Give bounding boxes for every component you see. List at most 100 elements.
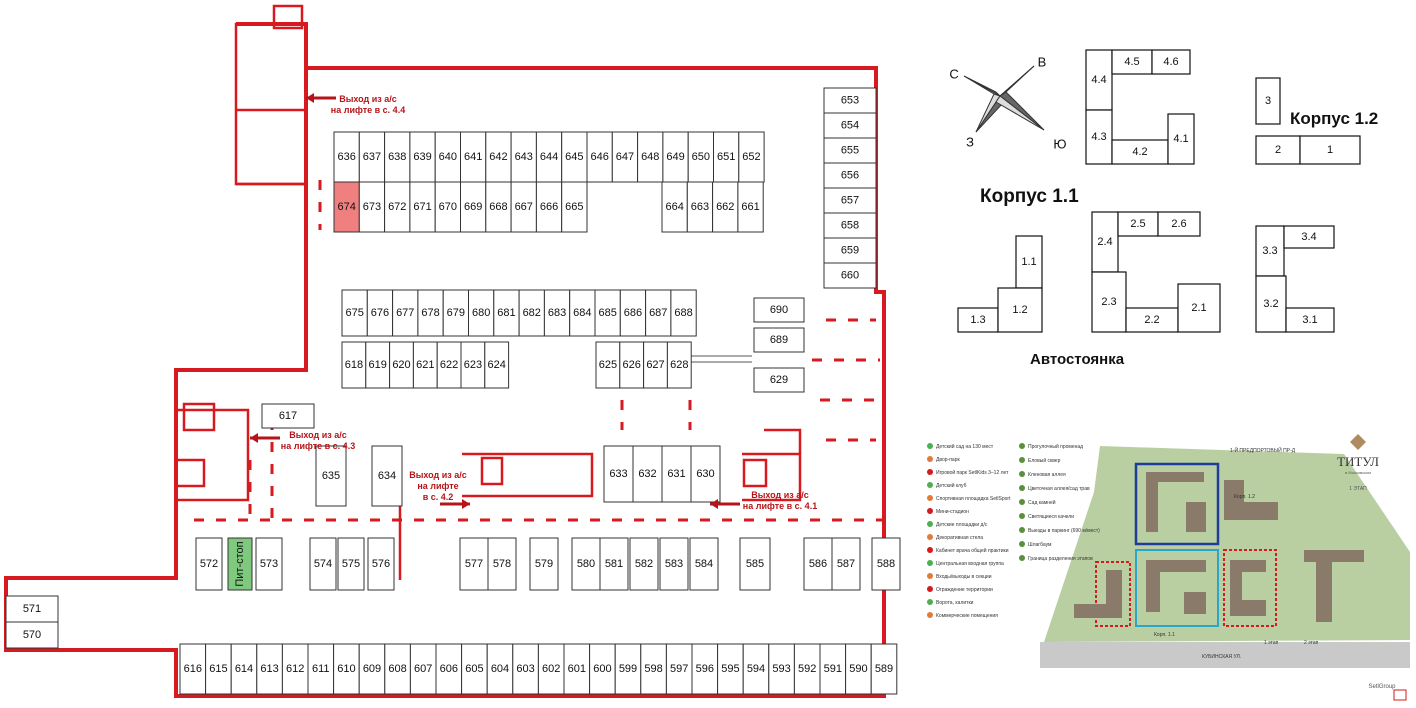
parking-spot-597[interactable]: 597 xyxy=(665,643,693,695)
parking-spot-580[interactable]: 580 xyxy=(571,537,601,591)
parking-spot-595[interactable]: 595 xyxy=(717,643,744,695)
parking-spot-625[interactable]: 625 xyxy=(595,341,621,389)
parking-spot-pitstop[interactable]: Пит-стоп xyxy=(227,537,253,591)
parking-spot-619[interactable]: 619 xyxy=(365,341,391,389)
parking-spot-630[interactable]: 630 xyxy=(690,445,721,503)
parking-spot-598[interactable]: 598 xyxy=(640,643,667,695)
parking-spot-616[interactable]: 616 xyxy=(179,643,207,695)
parking-spot-685[interactable]: 685 xyxy=(594,289,621,337)
parking-spot-639[interactable]: 639 xyxy=(409,131,436,183)
parking-spot-661[interactable]: 661 xyxy=(737,181,764,233)
parking-spot-654[interactable]: 654 xyxy=(823,112,877,139)
parking-spot-574[interactable]: 574 xyxy=(309,537,337,591)
parking-spot-585[interactable]: 585 xyxy=(739,537,771,591)
parking-spot-679[interactable]: 679 xyxy=(442,289,470,337)
parking-spot-656[interactable]: 656 xyxy=(823,162,877,189)
parking-spot-583[interactable]: 583 xyxy=(659,537,689,591)
parking-spot-660[interactable]: 660 xyxy=(823,262,877,289)
parking-spot-571[interactable]: 571 xyxy=(5,595,59,623)
parking-spot-624[interactable]: 624 xyxy=(484,341,510,389)
parking-spot-604[interactable]: 604 xyxy=(486,643,514,695)
parking-spot-578[interactable]: 578 xyxy=(487,537,517,591)
parking-spot-592[interactable]: 592 xyxy=(793,643,821,695)
parking-spot-617[interactable]: 617 xyxy=(261,403,315,429)
parking-spot-666[interactable]: 666 xyxy=(535,181,563,233)
parking-spot-623[interactable]: 623 xyxy=(460,341,486,389)
parking-spot-587[interactable]: 587 xyxy=(831,537,861,591)
parking-spot-629[interactable]: 629 xyxy=(753,367,805,393)
parking-spot-687[interactable]: 687 xyxy=(645,289,672,337)
parking-spot-633[interactable]: 633 xyxy=(603,445,634,503)
parking-spot-655[interactable]: 655 xyxy=(823,137,877,164)
parking-spot-669[interactable]: 669 xyxy=(460,181,487,233)
parking-spot-677[interactable]: 677 xyxy=(392,289,419,337)
parking-spot-606[interactable]: 606 xyxy=(435,643,463,695)
parking-spot-594[interactable]: 594 xyxy=(742,643,770,695)
parking-spot-683[interactable]: 683 xyxy=(543,289,571,337)
parking-spot-596[interactable]: 596 xyxy=(691,643,719,695)
parking-spot-674[interactable]: 674 xyxy=(333,181,360,233)
parking-spot-676[interactable]: 676 xyxy=(366,289,394,337)
parking-spot-652[interactable]: 652 xyxy=(738,131,765,183)
parking-spot-681[interactable]: 681 xyxy=(493,289,520,337)
parking-spot-570[interactable]: 570 xyxy=(5,621,59,649)
parking-spot-632[interactable]: 632 xyxy=(632,445,663,503)
parking-spot-608[interactable]: 608 xyxy=(384,643,411,695)
parking-spot-668[interactable]: 668 xyxy=(485,181,512,233)
parking-spot-657[interactable]: 657 xyxy=(823,187,877,214)
parking-spot-640[interactable]: 640 xyxy=(434,131,462,183)
parking-spot-582[interactable]: 582 xyxy=(629,537,659,591)
parking-spot-670[interactable]: 670 xyxy=(434,181,462,233)
parking-spot-688[interactable]: 688 xyxy=(670,289,697,337)
parking-spot-673[interactable]: 673 xyxy=(358,181,386,233)
parking-spot-610[interactable]: 610 xyxy=(333,643,360,695)
parking-spot-611[interactable]: 611 xyxy=(307,643,335,695)
parking-spot-576[interactable]: 576 xyxy=(367,537,395,591)
parking-spot-675[interactable]: 675 xyxy=(341,289,368,337)
parking-spot-593[interactable]: 593 xyxy=(768,643,795,695)
parking-spot-602[interactable]: 602 xyxy=(537,643,565,695)
parking-spot-573[interactable]: 573 xyxy=(255,537,283,591)
parking-spot-603[interactable]: 603 xyxy=(512,643,539,695)
parking-spot-690[interactable]: 690 xyxy=(753,297,805,323)
parking-spot-588[interactable]: 588 xyxy=(871,537,901,591)
parking-spot-638[interactable]: 638 xyxy=(384,131,411,183)
parking-spot-615[interactable]: 615 xyxy=(205,643,232,695)
parking-spot-646[interactable]: 646 xyxy=(586,131,613,183)
parking-spot-628[interactable]: 628 xyxy=(666,341,692,389)
parking-spot-689[interactable]: 689 xyxy=(753,327,805,353)
parking-spot-650[interactable]: 650 xyxy=(687,131,715,183)
parking-spot-591[interactable]: 591 xyxy=(819,643,847,695)
parking-spot-577[interactable]: 577 xyxy=(459,537,489,591)
parking-spot-613[interactable]: 613 xyxy=(256,643,283,695)
parking-spot-672[interactable]: 672 xyxy=(384,181,411,233)
parking-spot-641[interactable]: 641 xyxy=(460,131,487,183)
parking-spot-622[interactable]: 622 xyxy=(436,341,462,389)
parking-spot-631[interactable]: 631 xyxy=(661,445,692,503)
parking-spot-581[interactable]: 581 xyxy=(599,537,629,591)
parking-spot-651[interactable]: 651 xyxy=(713,131,740,183)
parking-spot-682[interactable]: 682 xyxy=(518,289,545,337)
parking-spot-605[interactable]: 605 xyxy=(461,643,488,695)
parking-spot-626[interactable]: 626 xyxy=(619,341,645,389)
parking-spot-607[interactable]: 607 xyxy=(409,643,437,695)
parking-spot-663[interactable]: 663 xyxy=(686,181,714,233)
parking-spot-609[interactable]: 609 xyxy=(358,643,386,695)
parking-spot-614[interactable]: 614 xyxy=(230,643,258,695)
parking-spot-678[interactable]: 678 xyxy=(417,289,444,337)
parking-spot-627[interactable]: 627 xyxy=(643,341,668,389)
parking-spot-634[interactable]: 634 xyxy=(371,445,403,507)
parking-spot-579[interactable]: 579 xyxy=(529,537,559,591)
parking-spot-590[interactable]: 590 xyxy=(845,643,872,695)
parking-spot-644[interactable]: 644 xyxy=(535,131,563,183)
parking-spot-659[interactable]: 659 xyxy=(823,237,877,264)
parking-spot-645[interactable]: 645 xyxy=(561,131,588,183)
parking-spot-601[interactable]: 601 xyxy=(563,643,591,695)
parking-spot-664[interactable]: 664 xyxy=(661,181,688,233)
parking-spot-621[interactable]: 621 xyxy=(412,341,438,389)
parking-spot-589[interactable]: 589 xyxy=(870,643,898,695)
parking-spot-612[interactable]: 612 xyxy=(281,643,309,695)
parking-spot-643[interactable]: 643 xyxy=(510,131,537,183)
parking-spot-662[interactable]: 662 xyxy=(712,181,739,233)
parking-spot-653[interactable]: 653 xyxy=(823,87,877,114)
